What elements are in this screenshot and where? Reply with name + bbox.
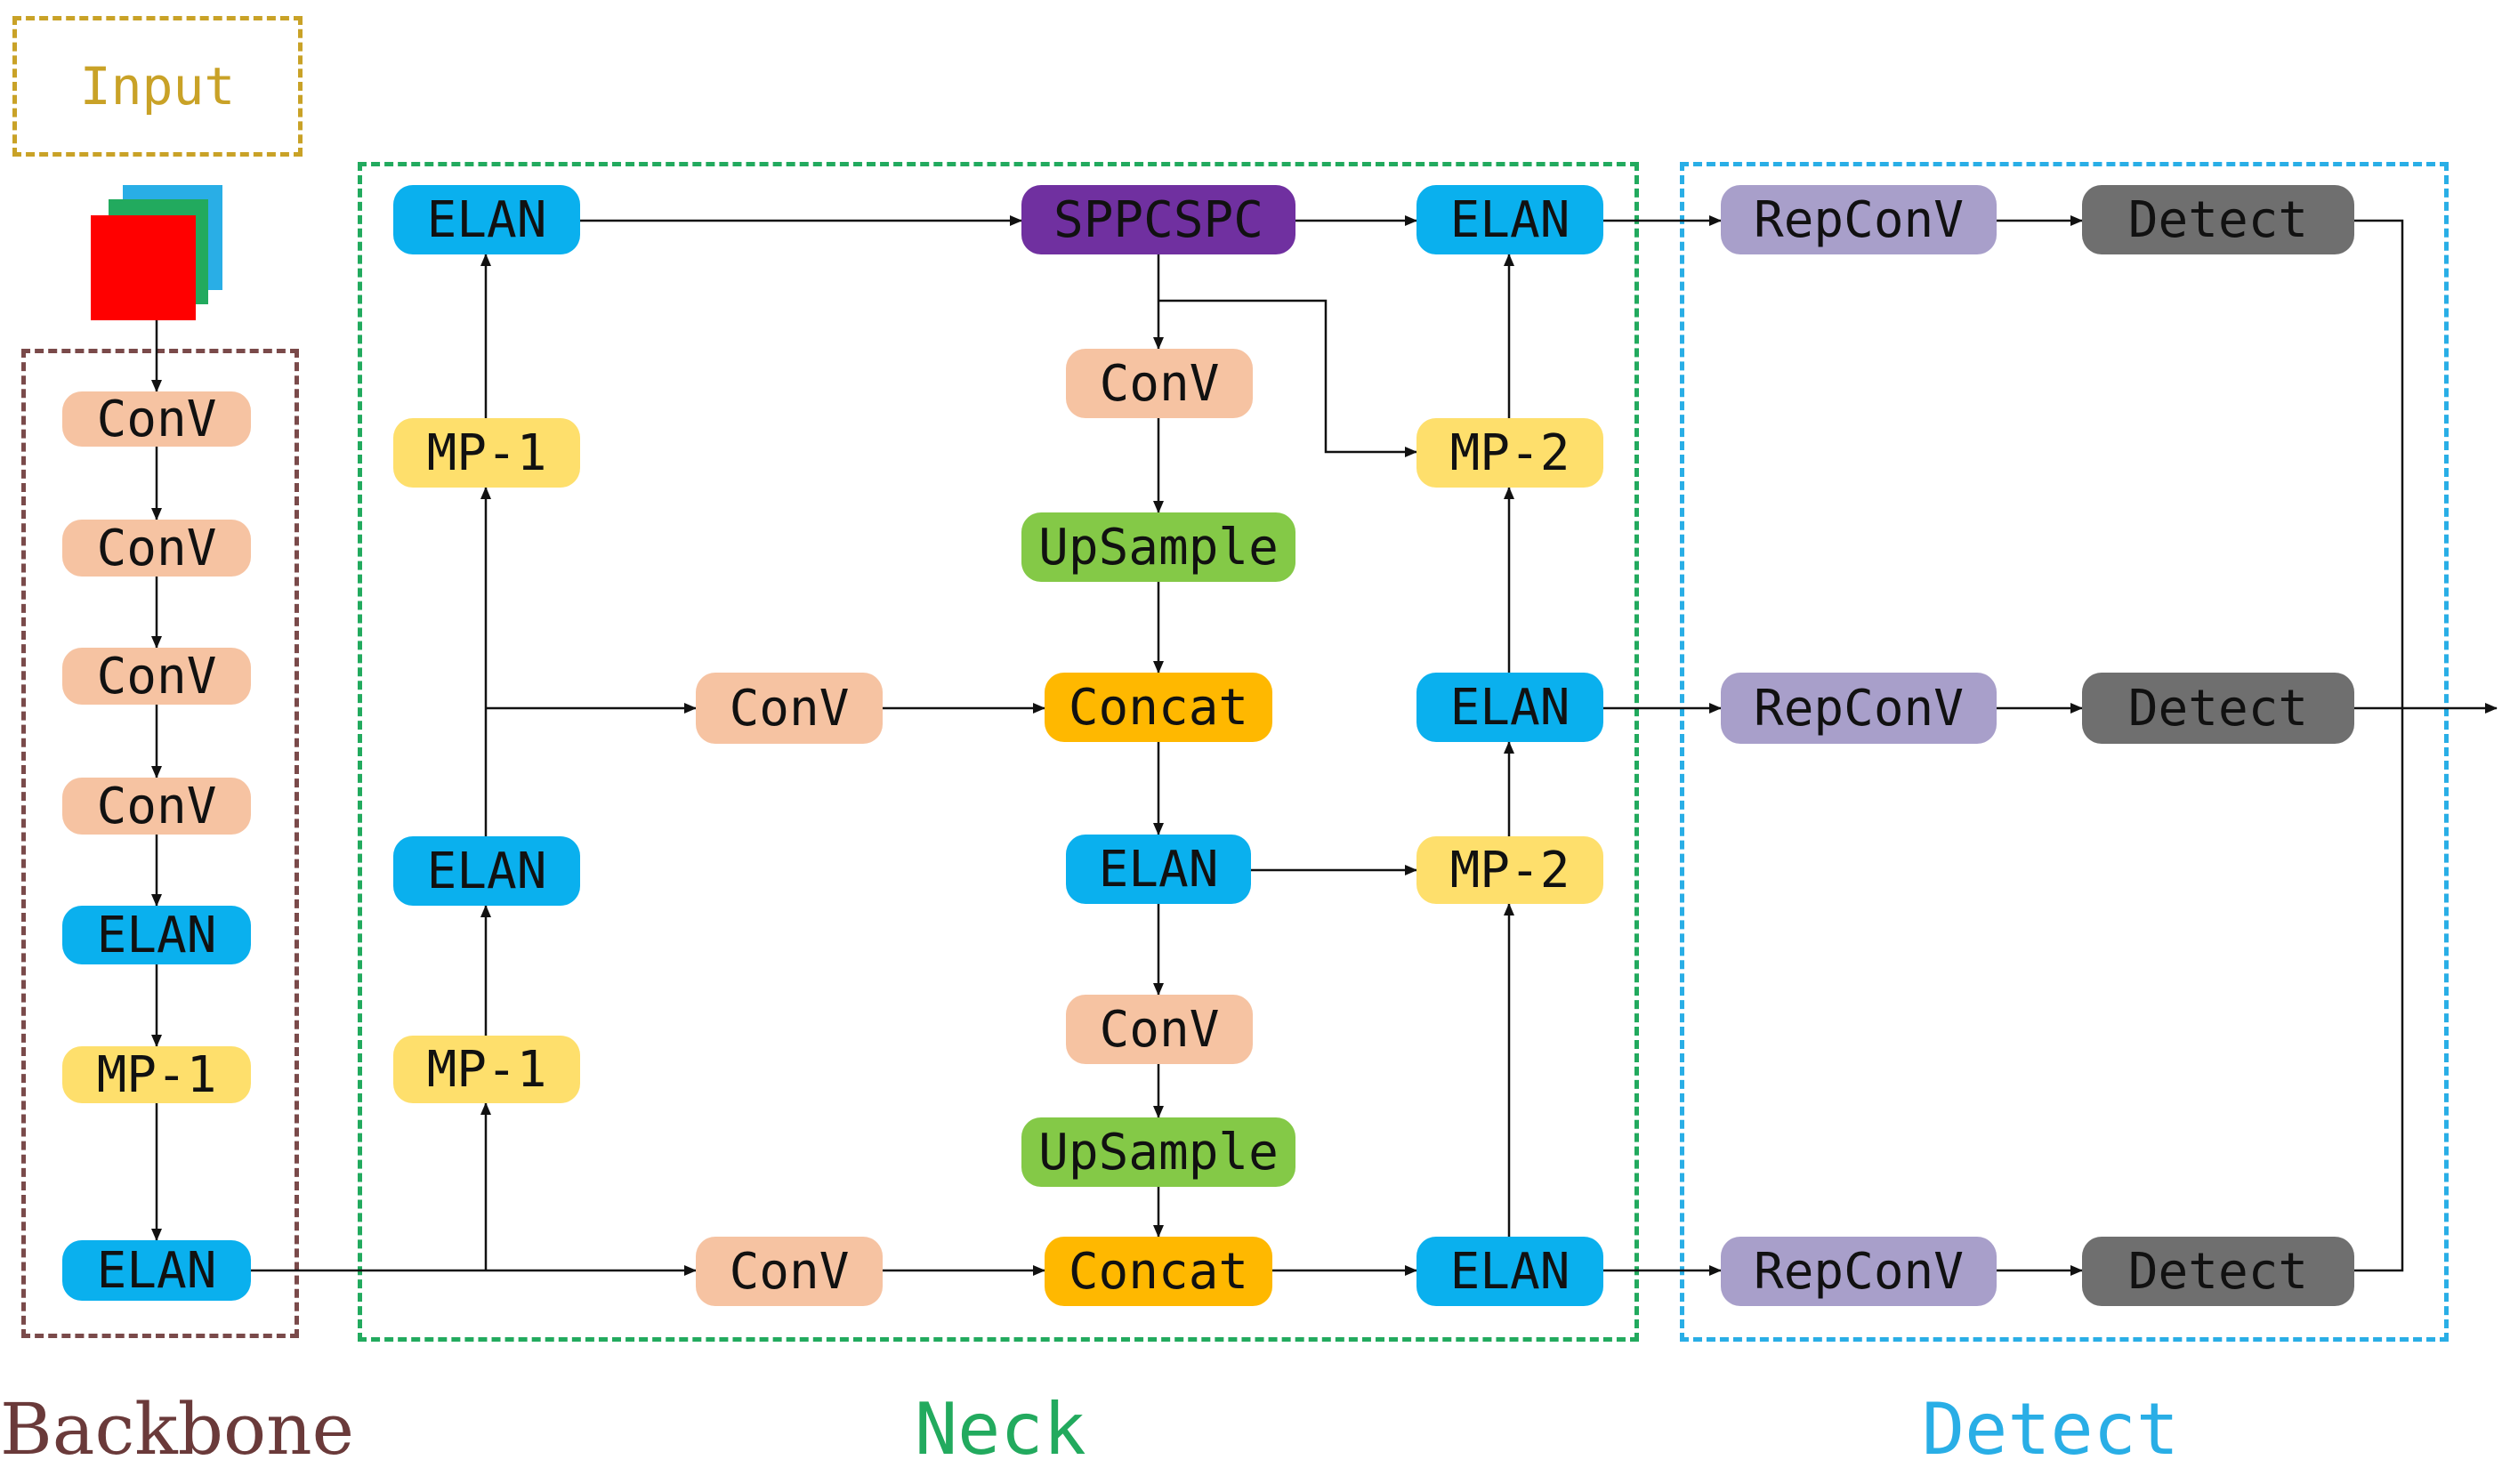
input-label: Input bbox=[79, 56, 236, 117]
backbone-elan-2: ELAN bbox=[62, 1240, 251, 1301]
neck-concat-upper: Concat bbox=[1045, 673, 1272, 742]
detect-head-middle: Detect bbox=[2082, 673, 2354, 744]
neck-elan-mid-left: ELAN bbox=[393, 836, 580, 906]
backbone-frame bbox=[21, 349, 299, 1338]
neck-elan-top-right: ELAN bbox=[1416, 185, 1603, 254]
backbone-conv-4: ConV bbox=[62, 778, 251, 835]
backbone-section-label: Backbone bbox=[0, 1388, 355, 1471]
repconv-bottom: RepConV bbox=[1721, 1237, 1997, 1306]
input-frame bbox=[12, 16, 303, 157]
backbone-conv-2: ConV bbox=[62, 520, 251, 577]
neck-conv-bottom: ConV bbox=[696, 1237, 883, 1306]
neck-conv-upper: ConV bbox=[1066, 349, 1253, 418]
neck-elan-bottom-right: ELAN bbox=[1416, 1237, 1603, 1306]
repconv-top: RepConV bbox=[1721, 185, 1997, 254]
detect-head-bottom: Detect bbox=[2082, 1237, 2354, 1306]
neck-section-label: Neck bbox=[915, 1388, 1086, 1471]
neck-elan-mid-right: ELAN bbox=[1416, 673, 1603, 742]
repconv-middle: RepConV bbox=[1721, 673, 1997, 744]
detect-section-label: Detect bbox=[1922, 1388, 2179, 1471]
detect-frame bbox=[1680, 162, 2449, 1342]
neck-concat-lower: Concat bbox=[1045, 1237, 1272, 1306]
neck-upsample-lower: UpSample bbox=[1021, 1117, 1295, 1187]
neck-sppcspc: SPPCSPC bbox=[1021, 185, 1295, 254]
backbone-conv-1: ConV bbox=[62, 391, 251, 448]
neck-upsample-upper: UpSample bbox=[1021, 512, 1295, 582]
backbone-mp-1: MP-1 bbox=[62, 1046, 251, 1104]
input-image-red-channel bbox=[91, 215, 196, 320]
detect-head-top: Detect bbox=[2082, 185, 2354, 254]
neck-elan-center: ELAN bbox=[1066, 835, 1251, 904]
neck-conv-lower: ConV bbox=[1066, 995, 1253, 1064]
neck-mp1-lower: MP-1 bbox=[393, 1036, 580, 1103]
neck-conv-mid: ConV bbox=[696, 673, 883, 744]
neck-elan-top-left: ELAN bbox=[393, 185, 580, 254]
neck-mp2-lower: MP-2 bbox=[1416, 836, 1603, 904]
neck-mp2-upper: MP-2 bbox=[1416, 418, 1603, 488]
neck-mp1-upper: MP-1 bbox=[393, 418, 580, 488]
neck-frame bbox=[358, 162, 1639, 1342]
backbone-conv-3: ConV bbox=[62, 648, 251, 706]
backbone-elan-1: ELAN bbox=[62, 906, 251, 964]
